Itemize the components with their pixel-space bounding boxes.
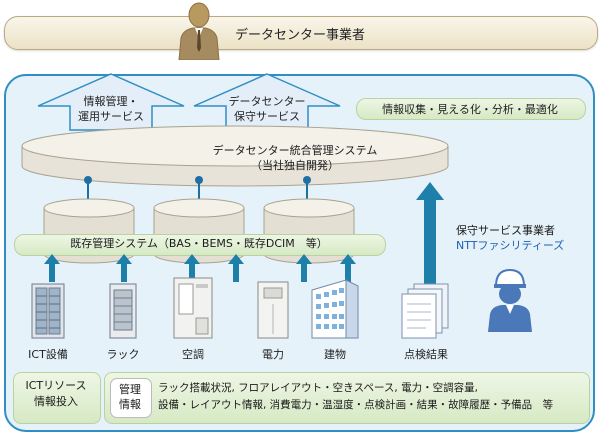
power-unit-icon — [257, 281, 289, 339]
management-info-detail-line1: ラック搭載状況, フロアレイアウト・空きスペース, 電力・空調容量, — [158, 382, 478, 394]
management-info-detail-line2: 設備・レイアウト情報, 消費電力・温湿度・点検計画・結果・故障履歴・予備品 等 — [158, 399, 554, 411]
management-info-tag — [110, 378, 152, 418]
legacy-system-label: 既存管理システム（BAS・BEMS・既存DCIM 等） — [70, 237, 328, 250]
integrated-system-disc — [21, 125, 449, 187]
maintenance-service-line2: 保守サービス — [234, 110, 300, 123]
ict-resource-line2: 情報投入 — [34, 395, 78, 408]
device-label-power: 電力 — [262, 348, 284, 361]
ict-resource-label: ICTリソース 情報投入 — [13, 378, 99, 410]
legacy-system-bar — [14, 234, 386, 256]
management-service-label: 情報管理・ 運用サービス — [56, 94, 166, 124]
management-info-detail: ラック搭載状況, フロアレイアウト・空きスペース, 電力・空調容量, 設備・レイ… — [158, 380, 553, 414]
management-info-box — [104, 372, 590, 424]
integrated-system-label: データセンター統合管理システム （当社独自開発） — [130, 143, 460, 173]
maintenance-service-label: データセンター 保守サービス — [212, 94, 322, 124]
device-label-building: 建物 — [324, 348, 346, 361]
info-pill-label: 情報収集・見える化・分析・最適化 — [382, 103, 558, 116]
integrated-system-line2: （当社独自開発） — [251, 159, 339, 172]
air-conditioner-icon — [173, 277, 213, 339]
server-rack-icon — [31, 283, 65, 339]
inspection-up-arrow — [416, 182, 444, 288]
top-banner-label: データセンター事業者 — [234, 28, 365, 43]
provider-name: 保守サービス事業者 — [456, 224, 555, 237]
maintenance-service-line1: データセンター — [228, 95, 306, 108]
documents-icon — [401, 283, 449, 339]
device-label-rack: ラック — [106, 348, 140, 361]
device-up-arrows — [44, 254, 356, 282]
management-info-tag-line1: 管理 — [119, 383, 141, 396]
management-info-tag-line2: 情報 — [119, 398, 141, 411]
device-label-ac: 空調 — [182, 348, 204, 361]
management-info-tag-label: 管理 情報 — [110, 382, 150, 412]
device-label-inspection: 点検結果 — [404, 348, 448, 361]
provider-company: NTTファシリティーズ — [456, 239, 565, 252]
building-icon — [311, 279, 359, 339]
ict-resource-box — [13, 372, 101, 424]
management-service-line2: 運用サービス — [78, 110, 144, 123]
maintenance-worker-icon — [488, 268, 532, 332]
info-pill — [356, 98, 586, 120]
business-person-icon — [178, 2, 220, 60]
device-label-ict: ICT設備 — [28, 348, 68, 361]
management-service-line1: 情報管理・ — [83, 95, 139, 108]
top-banner — [4, 16, 598, 50]
integrated-system-line1: データセンター統合管理システム — [212, 144, 378, 157]
ict-resource-line1: ICTリソース — [25, 379, 87, 392]
rack-icon — [109, 283, 137, 339]
